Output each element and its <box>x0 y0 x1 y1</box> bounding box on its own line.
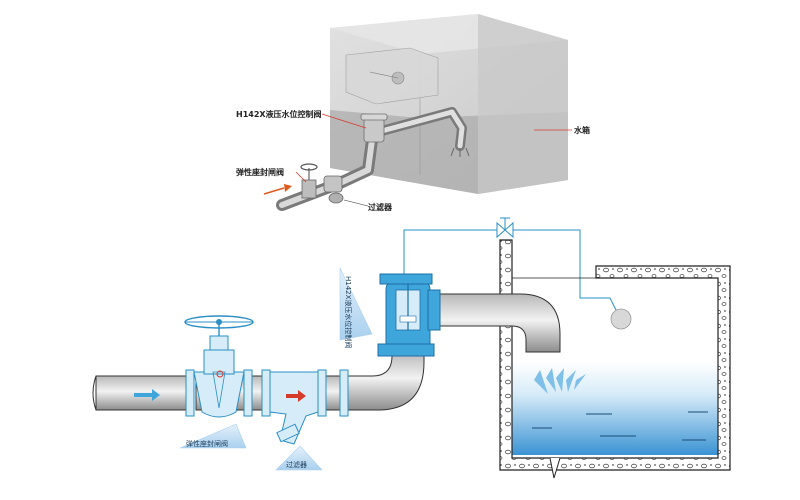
top-control-valve <box>360 113 388 143</box>
top-gate-valve-label: 弹性座封闸阀 <box>236 167 284 177</box>
inlet-flow-arrow <box>134 389 160 401</box>
bottom-gate-valve-label: 弹性座封闸阀 <box>186 439 228 448</box>
pipe-flanges <box>185 369 349 417</box>
pilot-tubing <box>403 217 632 330</box>
bottom-schematic-diagram: H142X液压水位控制阀 弹性座封闸阀 过滤器 <box>92 217 731 479</box>
top-water-tank <box>330 14 568 194</box>
bottom-filter-label: 过滤器 <box>286 460 307 469</box>
top-flow-arrow <box>263 187 285 195</box>
bottom-gate-valve <box>184 315 254 418</box>
float-ball-icon <box>610 308 632 330</box>
top-tank-label: 水箱 <box>573 125 590 135</box>
valve-label-tag <box>339 267 373 341</box>
filter-label-tag <box>275 445 323 471</box>
top-valve-label: H142X液压水位控制阀 <box>236 109 322 119</box>
bottom-control-valve <box>377 273 441 357</box>
bottom-water-tank <box>499 239 731 479</box>
bottom-valve-label: H142X液压水位控制阀 <box>344 276 353 348</box>
top-filter-label: 过滤器 <box>368 202 393 212</box>
water-spray-icon <box>534 368 586 394</box>
bottom-filter <box>269 371 319 445</box>
top-filter <box>323 175 344 204</box>
filter-flow-arrow <box>286 390 306 402</box>
top-isometric-diagram: H142X液压水位控制阀 弹性座封闸阀 过滤器 水箱 <box>236 14 590 212</box>
top-gate-valve <box>300 163 318 199</box>
gate-valve-label-tag <box>179 423 247 449</box>
bottom-label-tags: H142X液压水位控制阀 弹性座封闸阀 过滤器 <box>179 267 373 471</box>
